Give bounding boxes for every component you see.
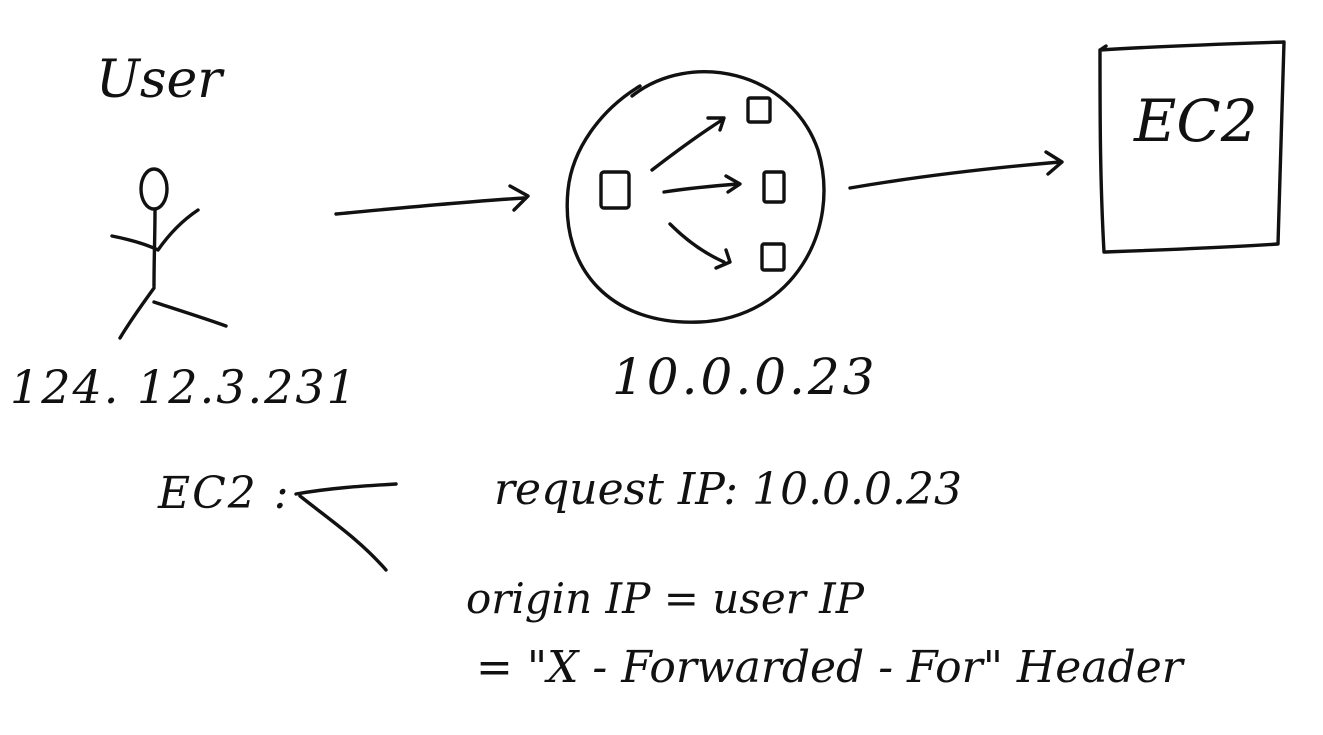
ec2-instance-box (1098, 40, 1286, 254)
ec2-box-label: EC2 (1134, 87, 1258, 155)
user-label: User (96, 50, 223, 110)
forwarded-for-header-note: = "X - Forwarded - For" Header (476, 642, 1183, 693)
ec2-note-pointer (294, 482, 398, 572)
arrow-load-balancer-to-ec2 (848, 150, 1064, 190)
load-balancer-ip-address: 10.0.0.23 (612, 348, 878, 406)
load-balancer-icon (565, 69, 826, 324)
arrow-user-to-load-balancer (334, 184, 530, 216)
origin-ip-note: origin IP = user IP (466, 574, 864, 623)
user-ip-address: 124. 12.3.231 (10, 360, 358, 414)
user-stick-figure-icon (110, 167, 228, 340)
ec2-note-label: EC2 : (158, 468, 291, 519)
request-ip-note: request IP: 10.0.0.23 (494, 464, 963, 515)
